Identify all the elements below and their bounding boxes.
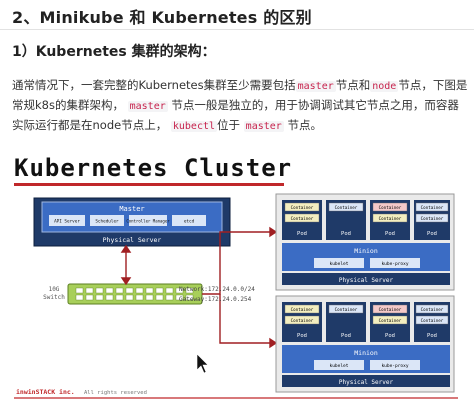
heading-divider — [0, 29, 474, 30]
container-label: Container — [335, 307, 358, 312]
diagram-title: Kubernetes Cluster — [14, 154, 293, 182]
pod-label: Pod — [385, 333, 395, 339]
master-component: API Server — [54, 219, 80, 225]
master-component: Scheduler — [95, 219, 119, 225]
master-node: Master API Server Scheduler Controller M… — [33, 197, 231, 247]
pod-label: Pod — [385, 231, 395, 237]
paragraph-text: 节点一般是独立的，用于协调调试其它节点之用，而容器实际运行都是在node节点上， — [12, 98, 459, 132]
kubelet-label: kubelet — [330, 261, 349, 267]
master-component: etcd — [184, 219, 195, 225]
container-label: Container — [291, 216, 314, 221]
container-label: Container — [379, 216, 402, 221]
container-label: Container — [421, 318, 444, 323]
gateway-label: Gateway:172.24.0.254 — [179, 296, 252, 303]
pod-row: Container Container Pod Container Pod Co… — [282, 302, 450, 342]
master-component: Controller Manager — [126, 219, 170, 224]
subsection-heading: 1）Kubernetes 集群的架构： — [12, 44, 216, 60]
paragraph-text: 节点，下图是常规k8s的集群架构， — [12, 78, 468, 112]
pod-label: Pod — [297, 231, 307, 237]
container-label: Container — [421, 216, 444, 221]
container-label: Container — [379, 318, 402, 323]
container-label: Container — [421, 307, 444, 312]
pod-row: Container Container Pod Container Pod Co… — [282, 200, 450, 240]
paragraph-text: 节点和 — [335, 78, 371, 92]
paragraph-text: 通常情况下，一套完整的Kubernetes集群至少需要包括 — [12, 78, 296, 92]
switch-label: 10G — [49, 286, 60, 293]
container-label: Container — [421, 205, 444, 210]
inline-code-kubectl: kubectl — [170, 121, 218, 132]
pod-label: Pod — [297, 333, 307, 339]
physical-server-label: Physical Server — [339, 277, 394, 284]
inline-code-node: node — [370, 81, 399, 92]
switch-label: Switch — [43, 294, 65, 301]
kubelet-label: kubelet — [330, 363, 349, 369]
physical-server-label: Physical Server — [103, 236, 162, 244]
inline-code-master: master — [127, 101, 168, 112]
minion-node: Container Container Pod Container Pod Co… — [275, 295, 455, 393]
connector-lines — [120, 226, 278, 349]
network-label: Network:172.24.0.0/24 — [179, 286, 255, 293]
pod-label: Pod — [427, 231, 437, 237]
footer-rights: All rights reserved — [84, 390, 147, 396]
minion-label: Minion — [354, 349, 378, 357]
inline-code-master: master — [295, 81, 336, 92]
paragraph-text: 位于 — [217, 118, 241, 132]
footer-brand: inwinSTACK inc. — [16, 388, 75, 396]
section-heading: 2、Minikube 和 Kubernetes 的区别 — [12, 8, 312, 27]
container-label: Container — [335, 205, 358, 210]
title-underline — [14, 183, 284, 186]
pod-label: Pod — [341, 231, 351, 237]
master-label: Master — [119, 205, 144, 213]
mouse-cursor-icon — [196, 353, 209, 374]
inline-code-master: master — [243, 121, 284, 132]
physical-server-label: Physical Server — [339, 379, 394, 386]
master-components: API Server Scheduler Controller Manager … — [49, 215, 206, 226]
minion-label: Minion — [354, 247, 378, 255]
pod-label: Pod — [427, 333, 437, 339]
container-label: Container — [379, 307, 402, 312]
minion-node: Container Container Pod Container Pod Co… — [275, 193, 455, 291]
container-label: Container — [291, 307, 314, 312]
cluster-diagram: Master API Server Scheduler Controller M… — [14, 193, 458, 399]
kube-proxy-label: kube-proxy — [381, 261, 408, 267]
paragraph-text: 节点。 — [287, 118, 322, 132]
container-label: Container — [379, 205, 402, 210]
kube-proxy-label: kube-proxy — [381, 363, 408, 369]
pod-label: Pod — [341, 333, 351, 339]
container-label: Container — [291, 205, 314, 210]
network-switch: 10G Switch — [43, 283, 203, 305]
container-label: Container — [291, 318, 314, 323]
